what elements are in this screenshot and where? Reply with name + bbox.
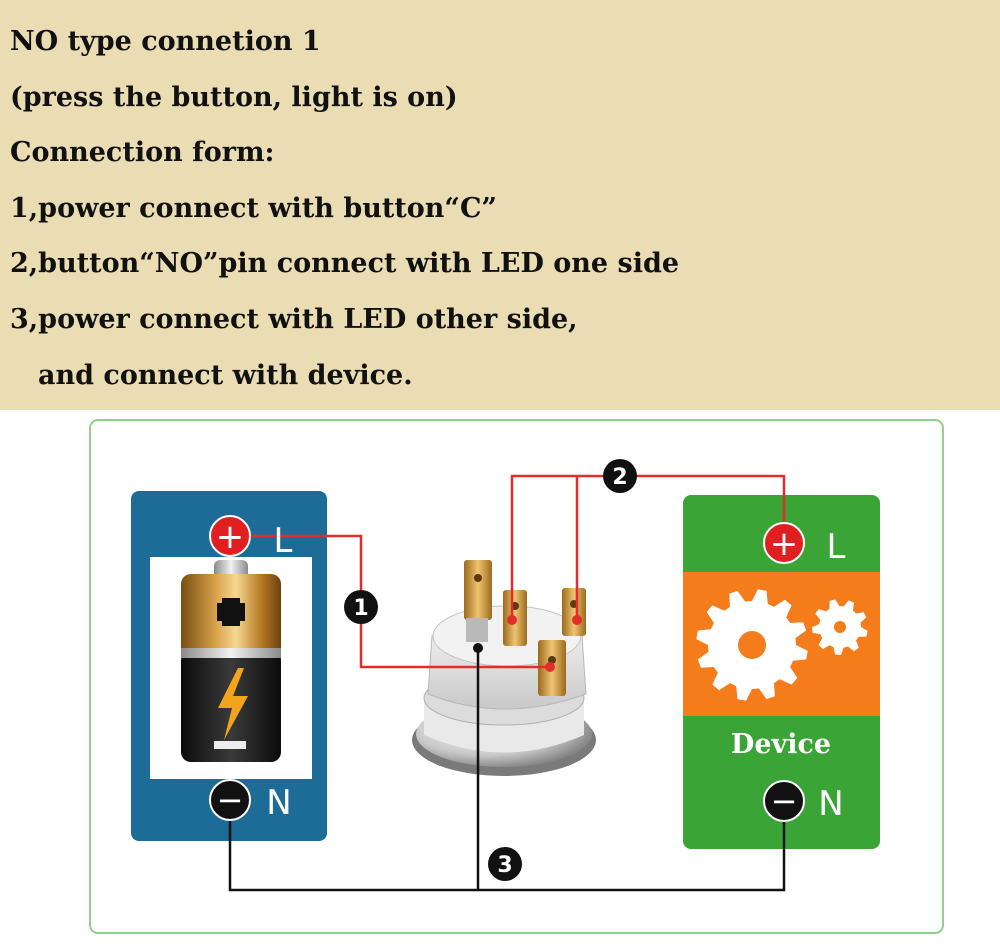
instruction-step-3: 3,power connect with LED other side, [10,304,578,335]
large-gear-hole [738,631,766,659]
marker-3 [488,847,522,881]
lightning-icon [218,668,248,740]
small-gear-hole [834,621,846,633]
instruction-heading: Connection form: [10,137,275,168]
marker-3-label: 3 [497,853,512,878]
instruction-panel: NO type connetion 1 (press the button, l… [0,0,1000,410]
device-minus-terminal [763,780,805,822]
power-minus-symbol: − [217,781,244,819]
marker-2 [603,459,637,493]
instruction-step-2: 2,button“NO”pin connect with LED one sid… [10,248,680,279]
device-plus-label: L [827,527,846,567]
marker-1-label: 1 [353,596,368,621]
push-button-switch-icon [412,560,596,776]
power-plus-terminal [209,515,251,557]
power-plus-symbol: + [216,517,245,557]
power-minus-label: N [266,783,291,823]
instruction-step-1: 1,power connect with button“C” [10,193,497,224]
power-minus-terminal [209,779,251,821]
marker-1 [344,590,378,624]
power-source-panel [131,491,327,841]
wire-2 [510,474,786,620]
power-plus-label: L [274,521,293,561]
black-wires [228,648,786,892]
battery-icon [181,560,281,762]
gear-icon [696,589,868,701]
device-minus-label: N [818,784,843,824]
instruction-subtitle: (press the button, light is on) [10,82,458,113]
device-plus-terminal [763,522,805,564]
instruction-title: NO type connetion 1 [10,26,321,57]
device-panel [683,495,880,849]
marker-2-label: 2 [612,465,627,490]
device-minus-symbol: − [771,782,798,820]
wire-3 [228,818,786,892]
instruction-step-3-continued: and connect with device. [38,360,413,391]
device-label: Device [731,729,831,760]
device-plus-symbol: + [770,524,799,564]
